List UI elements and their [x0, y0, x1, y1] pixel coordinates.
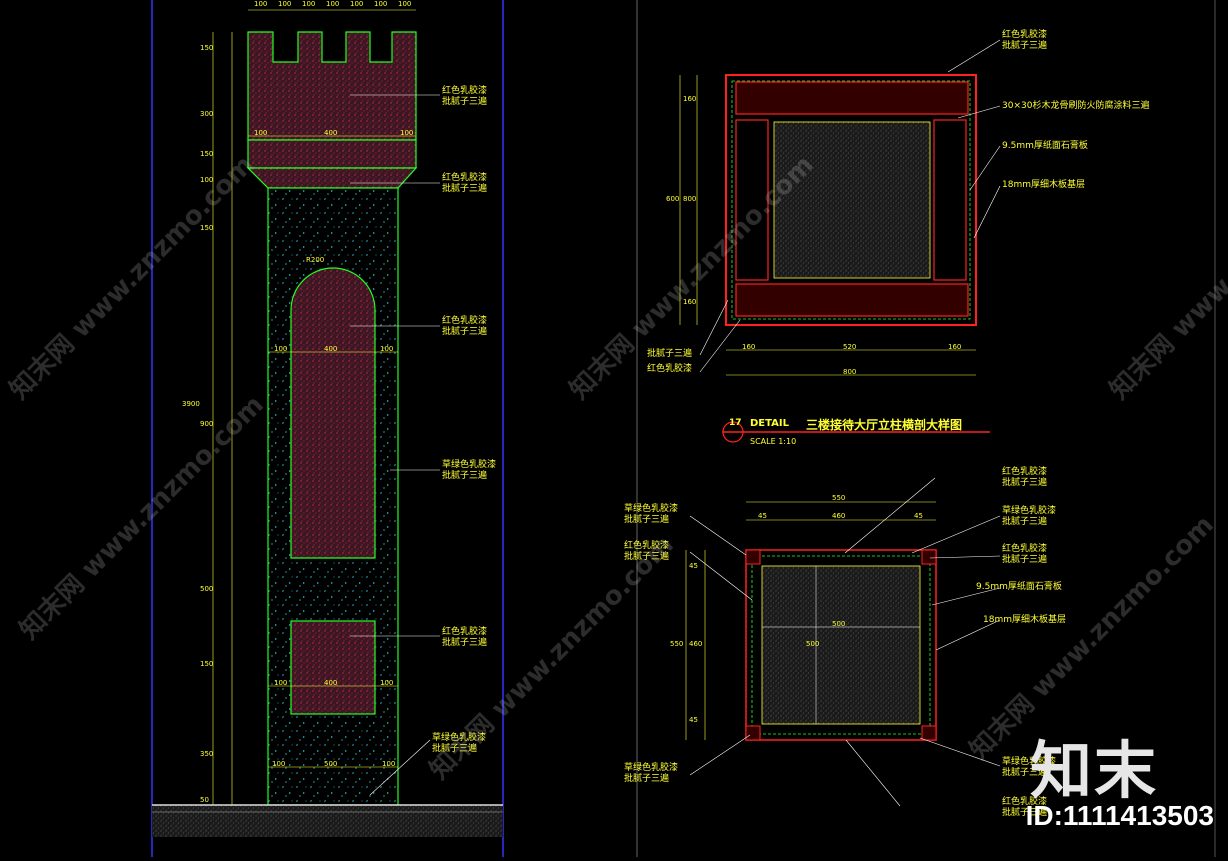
- sec2-dim-v-3: 45: [689, 716, 698, 724]
- elev-dim-v-9: 350: [200, 750, 214, 758]
- elev-ann-arch: 红色乳胶漆 批腻子三遍: [442, 316, 488, 337]
- sec2-dim-top-3: 45: [914, 512, 923, 520]
- drawing-title: 三楼接待大厅立柱横剖大样图: [806, 418, 963, 432]
- elev-ann-lower-panel: 红色乳胶漆 批腻子三遍: [442, 627, 488, 648]
- elev-dim-arch-2: 400: [324, 345, 338, 353]
- elev-dim-lower-1: 100: [274, 679, 288, 687]
- elev-dim-lower-3: 100: [380, 679, 394, 687]
- sec2-ann-right-1: 红色乳胶漆 批腻子三遍: [1002, 467, 1048, 488]
- sec1-ann-putty: 批腻子三遍: [647, 349, 693, 359]
- sec2-dim-top-total: 550: [832, 494, 846, 502]
- elev-dim-base-3: 100: [382, 760, 396, 768]
- elev-dim-top-5: 100: [350, 0, 364, 8]
- elev-dim-v-7: 500: [200, 585, 214, 593]
- elev-dim-v-1: 150: [200, 44, 214, 52]
- sec2-dim-v-2: 460: [689, 640, 703, 648]
- sec2-dim-top-2: 460: [832, 512, 846, 520]
- elev-ann-cap: 红色乳胶漆 批腻子三遍: [442, 173, 488, 194]
- sec2-ann-right-6: 草绿色乳胶漆 批腻子三遍: [1002, 757, 1057, 778]
- elev-dim-v-4: 100: [200, 176, 214, 184]
- site-logo: 知末: [1029, 734, 1158, 807]
- sec1-ann-framing: 30×30杉木龙骨刷防火防腐涂料三遍: [1002, 101, 1150, 111]
- callout-sheet: DETAIL: [750, 418, 790, 429]
- elev-dim-total: 3900: [182, 400, 200, 408]
- sec2-ann-right-2: 草绿色乳胶漆 批腻子三遍: [1002, 506, 1057, 527]
- elev-dim-v-11: 50: [200, 796, 209, 804]
- sec1-ann-gypsum: 9.5mm厚纸面石膏板: [1002, 141, 1088, 151]
- sec2-ann-right-7: 红色乳胶漆 批腻子三遍: [1002, 797, 1048, 818]
- elev-dim-lower-2: 400: [324, 679, 338, 687]
- elev-dim-v-5: 150: [200, 224, 214, 232]
- sec2-ann-right-gypsum: 9.5mm厚纸面石膏板: [976, 582, 1062, 592]
- elev-dim-top-6: 100: [374, 0, 388, 8]
- elev-dim-top-7: 100: [398, 0, 412, 8]
- id-label: ID:1111413503: [1025, 800, 1214, 831]
- elev-dim-v-8: 150: [200, 660, 214, 668]
- sec1-dim-v-total: 600: [666, 195, 680, 203]
- elev-dim-v-2: 300: [200, 110, 214, 118]
- sec2-ann-left-3: 草绿色乳胶漆 批腻子三遍: [624, 763, 679, 784]
- elev-dim-crown-1: 100: [254, 129, 268, 137]
- sec1-dim-v-2: 800: [683, 195, 697, 203]
- sec1-ann-plywood: 18mm厚细木板基层: [1002, 180, 1085, 190]
- sec1-dim-v-3: 160: [683, 298, 697, 306]
- elev-ann-shaft: 草绿色乳胶漆 批腻子三遍: [442, 460, 497, 481]
- sec1-ann-red-paint: 红色乳胶漆: [647, 364, 693, 374]
- callout-number: 17: [729, 418, 742, 428]
- elev-dim-top-1: 100: [254, 0, 268, 8]
- sec2-ann-left-1: 草绿色乳胶漆 批腻子三遍: [624, 504, 679, 525]
- elev-ann-base: 草绿色乳胶漆 批腻子三遍: [432, 733, 487, 754]
- sec1-dim-b-2: 520: [843, 343, 857, 351]
- elev-dim-arch-radius: R200: [306, 256, 325, 264]
- elev-dim-top-2: 100: [278, 0, 292, 8]
- elev-dim-arch-1: 100: [274, 345, 288, 353]
- sec2-ann-right-3: 红色乳胶漆 批腻子三遍: [1002, 544, 1048, 565]
- sec1-dim-b-3: 160: [948, 343, 962, 351]
- sec2-dim-inner-h: 500: [832, 620, 846, 628]
- sec2-dim-inner-v: 500: [806, 640, 820, 648]
- sec1-ann-finish: 红色乳胶漆 批腻子三遍: [1002, 30, 1048, 51]
- elev-dim-v-6: 900: [200, 420, 214, 428]
- sec2-ann-right-plywood: 18mm厚细木板基层: [983, 615, 1066, 625]
- sec2-dim-v-1: 45: [689, 562, 698, 570]
- drawing-scale: SCALE 1:10: [750, 437, 797, 446]
- elev-dim-v-3: 150: [200, 150, 214, 158]
- sec2-dim-v-total: 550: [670, 640, 684, 648]
- sec1-dim-total: 800: [843, 368, 857, 376]
- sec2-dim-top-1: 45: [758, 512, 767, 520]
- elev-dim-top-3: 100: [302, 0, 316, 8]
- elev-dim-base-2: 500: [324, 760, 338, 768]
- sec1-dim-v-1: 160: [683, 95, 697, 103]
- sec1-dim-b-1: 160: [742, 343, 756, 351]
- sec2-ann-left-2: 红色乳胶漆 批腻子三遍: [624, 541, 670, 562]
- elev-ann-crown: 红色乳胶漆 批腻子三遍: [442, 86, 488, 107]
- elev-dim-crown-2: 400: [324, 129, 338, 137]
- elev-dim-arch-3: 100: [380, 345, 394, 353]
- elev-dim-top-4: 100: [326, 0, 340, 8]
- elev-dim-crown-3: 100: [400, 129, 414, 137]
- elev-dim-base-1: 100: [272, 760, 286, 768]
